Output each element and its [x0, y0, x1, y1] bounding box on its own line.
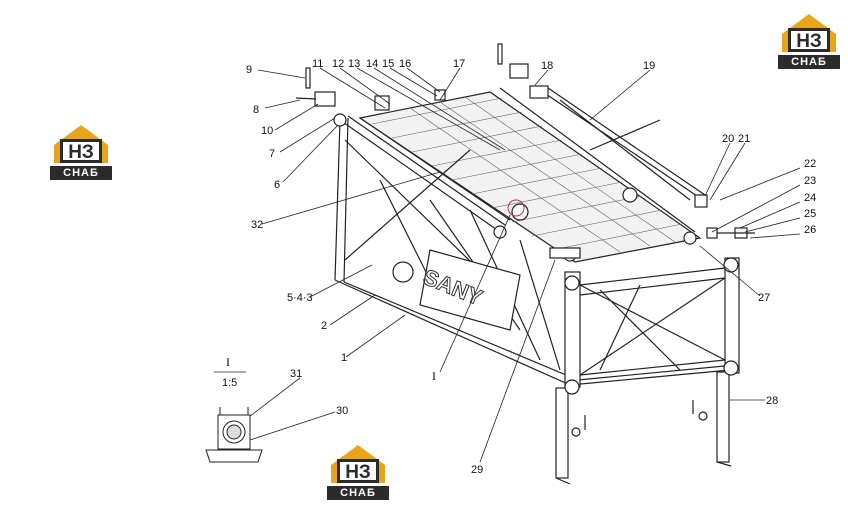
detail-view: I 1:5: [205, 355, 263, 463]
callout-16: 16: [399, 58, 411, 70]
callout-18: 18: [541, 60, 553, 72]
callout-23: 23: [804, 175, 816, 187]
callout-25: 25: [804, 208, 816, 220]
callout-11: 11: [312, 58, 323, 70]
callout-6: 6: [274, 179, 280, 191]
callout-15: 15: [382, 58, 394, 70]
callout-1: 1: [341, 352, 347, 364]
logo-mark: НЗ: [60, 139, 102, 163]
callout-9: 9: [246, 64, 252, 76]
callout-22: 22: [804, 158, 816, 170]
detail-title: I: [226, 355, 230, 369]
callout-31: 31: [290, 368, 302, 380]
callout-27: 27: [758, 292, 770, 304]
callout-19: 19: [643, 60, 655, 72]
callout-8: 8: [253, 104, 259, 116]
callout-13: 13: [348, 58, 360, 70]
nz-snab-logo-bottom: НЗ СНАБ: [327, 443, 389, 501]
callout-2: 2: [321, 320, 327, 332]
callout-32: 32: [251, 219, 263, 231]
callout-28: 28: [766, 395, 778, 407]
detail-scale: 1:5: [222, 377, 237, 389]
logo-caption: СНАБ: [327, 486, 389, 500]
callout-14: 14: [366, 58, 378, 70]
nz-snab-logo-top-right: НЗ СНАБ: [778, 12, 840, 70]
callout-7: 7: [269, 148, 275, 160]
leader-lines: [244, 67, 801, 463]
callout-26: 26: [804, 224, 816, 236]
callout-10: 10: [261, 125, 273, 137]
nz-snab-logo-left: НЗ СНАБ: [50, 123, 112, 181]
callout-24: 24: [804, 192, 816, 204]
callout-12: 12: [332, 58, 344, 70]
callout-17: 17: [453, 58, 465, 70]
logo-mark: НЗ: [788, 28, 830, 52]
logo-caption: СНАБ: [778, 55, 840, 69]
callout-30: 30: [336, 405, 348, 417]
logo-mark: НЗ: [337, 459, 379, 483]
callout-29: 29: [471, 464, 483, 476]
callout-21: 21: [738, 133, 750, 145]
logo-caption: СНАБ: [50, 166, 112, 180]
detail-marker: I: [432, 369, 436, 383]
callout-5-4-3: 5·4·3: [287, 292, 313, 304]
frame-structure: [295, 43, 755, 485]
callout-20: 20: [722, 133, 734, 145]
